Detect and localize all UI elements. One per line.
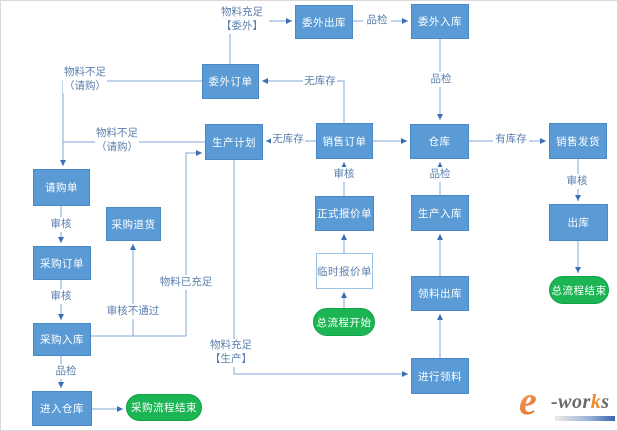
pill-main-flow-end: 总流程结束 <box>549 276 609 304</box>
edge-label-audit-sales-ship: 审核 <box>564 174 590 189</box>
node-outsource-outbound: 委外出库 <box>295 5 353 39</box>
node-outbound: 出库 <box>549 204 608 241</box>
edge-label-material-full-outsource: 物料充足 【委外】 <box>215 6 269 34</box>
pill-purchase-flow-end: 采购流程结束 <box>126 394 202 421</box>
node-outsource-inbound: 委外入库 <box>411 4 469 39</box>
node-formal-quotation: 正式报价单 <box>315 196 374 231</box>
node-purchase-order: 采购订单 <box>33 246 91 280</box>
eworks-logo-s: s <box>601 391 610 413</box>
node-do-picking: 进行领料 <box>411 358 469 394</box>
edge-label-material-full-produce: 物料充足 【生产】 <box>208 339 254 367</box>
node-purchase-inbound: 采购入库 <box>33 323 91 356</box>
edge-label-has-stock: 有库存 <box>493 132 529 147</box>
edge-label-audit-purchase: 审核 <box>48 289 74 304</box>
node-sales-order: 销售订单 <box>316 123 373 159</box>
edge-label-quality-check-outsource: 品检 <box>427 72 455 87</box>
edge-label-no-stock-2: 无库存 <box>271 132 305 147</box>
eworks-logo: e -works <box>519 378 617 429</box>
edge-label-quality-purchase-in: 品检 <box>53 364 79 379</box>
node-production-inbound: 生产入库 <box>411 195 469 231</box>
eworks-logo-underline <box>555 416 615 421</box>
node-sales-shipment: 销售发货 <box>549 123 607 159</box>
edge-label-quality-warehouse: 品检 <box>427 167 453 182</box>
eworks-logo-e: e <box>519 378 537 423</box>
edge-label-material-enough: 物料已充足 <box>157 275 215 290</box>
node-warehouse: 仓库 <box>410 124 469 159</box>
node-outsource-order: 委外订单 <box>202 64 259 99</box>
eworks-logo-k: k <box>590 391 602 413</box>
node-picking-outbound: 领料出库 <box>411 276 469 311</box>
node-purchase-request: 请购单 <box>33 169 90 206</box>
edge-label-audit-request: 审核 <box>48 217 74 232</box>
edge-label-audit-sales-order: 审核 <box>331 167 357 182</box>
eworks-logo-text: -works <box>551 391 610 414</box>
node-temp-quotation: 临时报价单 <box>316 253 373 289</box>
edge-label-no-stock-1: 无库存 <box>303 74 337 89</box>
edge-label-quality-check-top: 品检 <box>363 14 391 28</box>
node-enter-warehouse: 进入仓库 <box>32 391 92 426</box>
node-purchase-return: 采购退货 <box>106 207 161 241</box>
node-production-plan: 生产计划 <box>205 124 263 160</box>
edge-label-audit-fail: 审核不通过 <box>105 304 161 319</box>
pill-main-flow-start: 总流程开始 <box>313 308 375 336</box>
edge-label-material-short-2: 物料不足 （请购） <box>95 127 139 154</box>
edge-label-material-short-1: 物料不足 （请购） <box>63 66 107 93</box>
eworks-logo-wor: -wor <box>551 391 591 413</box>
